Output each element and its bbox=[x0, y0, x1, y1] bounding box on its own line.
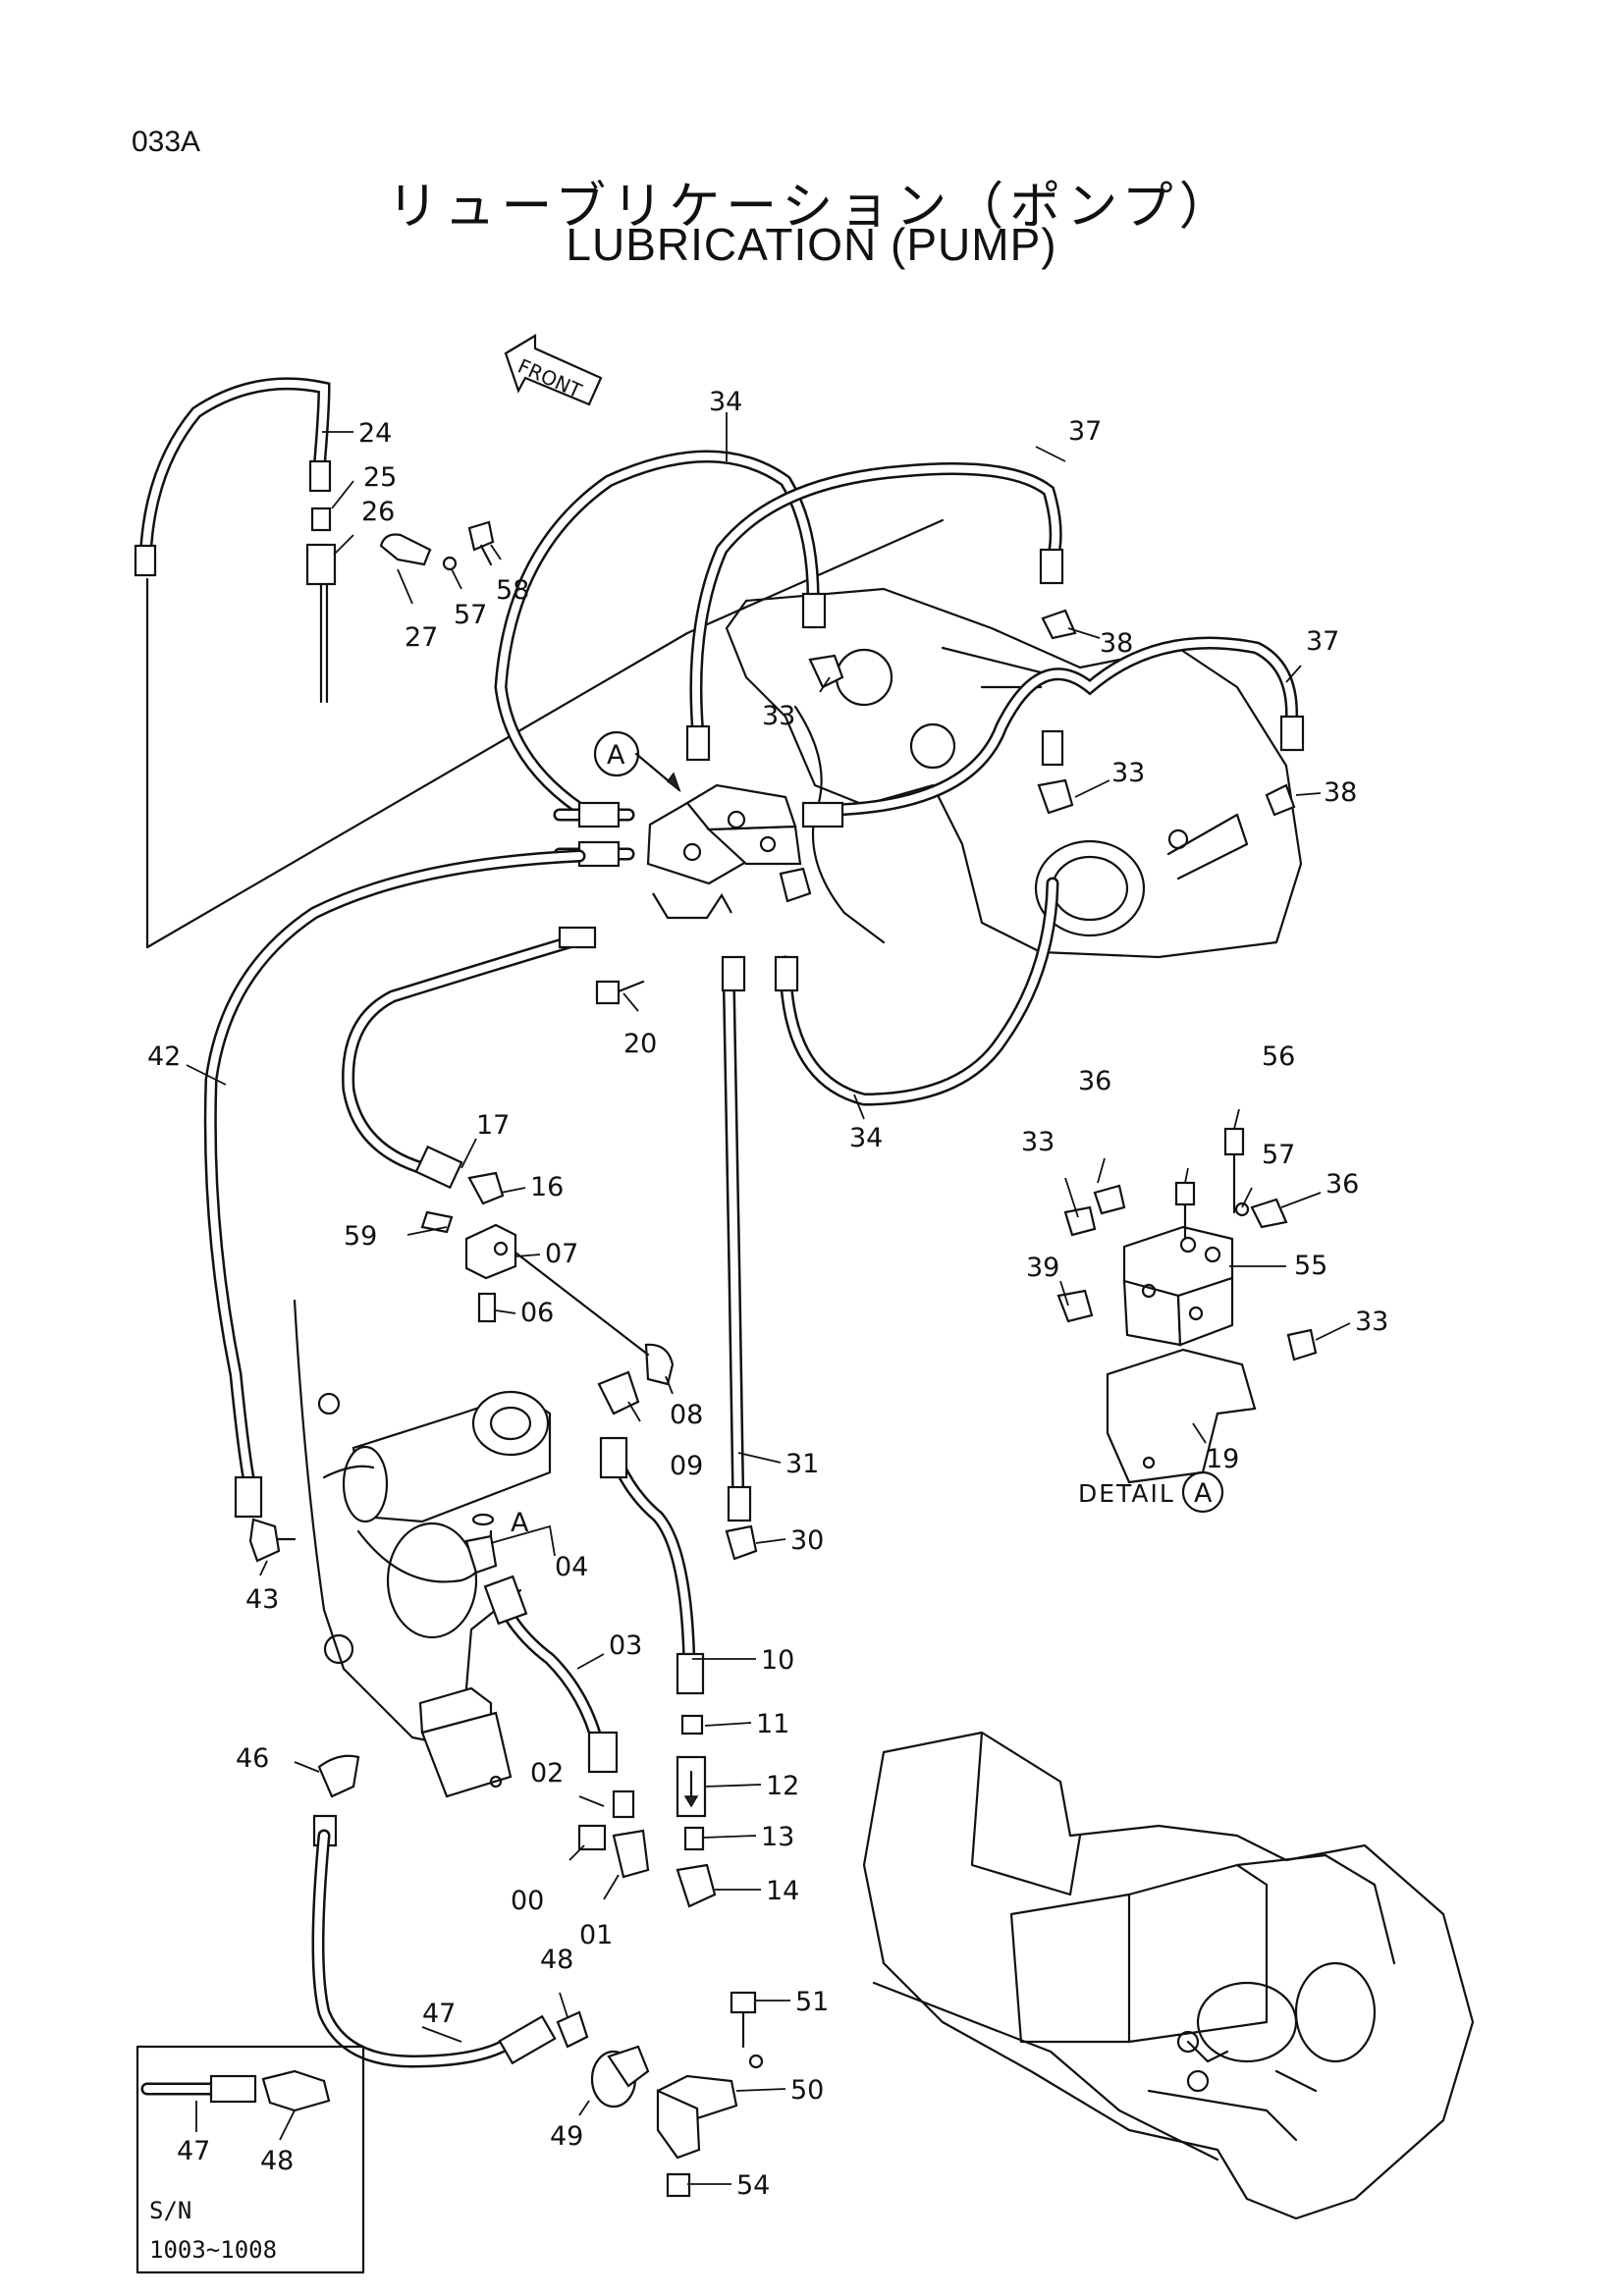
reference-line bbox=[145, 518, 945, 949]
callout-label: 33 bbox=[1021, 1127, 1055, 1157]
callout-label: 51 bbox=[795, 1987, 829, 2017]
lower-hose-assembly bbox=[311, 1754, 764, 2198]
callout-label: 36 bbox=[1325, 1169, 1359, 1200]
callout-label: 08 bbox=[670, 1400, 703, 1430]
callout-label: 39 bbox=[1026, 1253, 1059, 1283]
callout-label: 26 bbox=[361, 497, 395, 527]
callout-label: 54 bbox=[736, 2170, 770, 2201]
title-japanese: リューブリケーション（ポンプ） bbox=[387, 178, 1236, 237]
callout-label: 06 bbox=[520, 1298, 554, 1328]
callout-label: 20 bbox=[623, 1029, 657, 1059]
callout-label: 38 bbox=[1324, 777, 1357, 808]
hose-24-assembly bbox=[134, 377, 495, 704]
callout-label: 56 bbox=[1262, 1041, 1295, 1072]
callout-label: 47 bbox=[422, 1999, 456, 2029]
callout-label: 04 bbox=[555, 1552, 588, 1582]
callout-label: 11 bbox=[756, 1709, 789, 1739]
callout-labels: 24 25 26 27 57 58 34 37 38 33 37 33 38 A… bbox=[147, 387, 1388, 2201]
callout-label: 33 bbox=[1355, 1307, 1388, 1337]
distribution-block: A bbox=[593, 730, 802, 1005]
callout-label: 34 bbox=[709, 387, 742, 417]
detail-caption-marker: A bbox=[1194, 1478, 1213, 1509]
callout-label: 33 bbox=[762, 701, 795, 731]
callout-label: 31 bbox=[785, 1449, 819, 1479]
hose-03-and-10 bbox=[483, 1370, 705, 1774]
callout-label: 55 bbox=[1294, 1251, 1327, 1281]
callout-label: 57 bbox=[454, 600, 487, 630]
sn-range: 1003~1008 bbox=[149, 2236, 277, 2264]
main-pump bbox=[293, 1299, 552, 1798]
sn-label: S/N bbox=[149, 2197, 191, 2224]
callout-label: 38 bbox=[1100, 628, 1133, 659]
title-english: LUBRICATION (PUMP) bbox=[566, 219, 1057, 270]
callout-label: 42 bbox=[147, 1041, 181, 1072]
callout-label: 25 bbox=[363, 462, 397, 493]
callout-label: 43 bbox=[245, 1584, 279, 1615]
inset-label-47: 47 bbox=[177, 2136, 210, 2166]
hose-17 bbox=[342, 926, 597, 1205]
machine-overview bbox=[862, 1731, 1475, 2220]
callout-label: 34 bbox=[849, 1123, 883, 1153]
front-arrow-icon: FRONT bbox=[504, 334, 603, 406]
callout-label: 37 bbox=[1306, 626, 1339, 657]
callout-label: 36 bbox=[1078, 1066, 1111, 1096]
callout-label: 46 bbox=[236, 1743, 269, 1774]
hoses-34-37 bbox=[494, 450, 1305, 868]
callout-label: 58 bbox=[496, 575, 529, 606]
callout-label: 16 bbox=[530, 1172, 564, 1202]
inset-label-48: 48 bbox=[260, 2146, 294, 2176]
callout-label: 12 bbox=[766, 1771, 799, 1801]
callout-label: 59 bbox=[344, 1221, 377, 1252]
callout-label: 37 bbox=[1068, 416, 1102, 447]
svg-text:A: A bbox=[607, 740, 625, 771]
callout-label: 03 bbox=[609, 1630, 642, 1661]
hose-42 bbox=[203, 849, 586, 1563]
callout-label: 13 bbox=[761, 1822, 794, 1852]
callout-label: 10 bbox=[761, 1645, 794, 1676]
callout-label: 02 bbox=[530, 1758, 564, 1789]
detail-a-assembly bbox=[1056, 1127, 1318, 1514]
callout-label: 57 bbox=[1262, 1140, 1295, 1170]
check-valve-stack bbox=[577, 1714, 717, 1908]
callout-label: 01 bbox=[579, 1920, 613, 1950]
callout-label: 48 bbox=[540, 1945, 573, 1975]
callout-label: 14 bbox=[766, 1876, 799, 1906]
callout-label: 17 bbox=[476, 1110, 510, 1141]
callout-label: 19 bbox=[1206, 1444, 1239, 1474]
callout-label: 09 bbox=[670, 1451, 703, 1481]
callout-label: 50 bbox=[790, 2075, 824, 2106]
callout-label: 30 bbox=[790, 1525, 824, 1556]
callout-label: 00 bbox=[511, 1886, 544, 1916]
callout-leaders bbox=[186, 412, 1351, 2185]
page-code: 033A bbox=[132, 126, 201, 158]
callout-label: 27 bbox=[405, 622, 438, 653]
callout-label: 49 bbox=[550, 2121, 583, 2152]
detail-caption-text: DETAIL bbox=[1078, 1479, 1175, 1508]
callout-label: 24 bbox=[358, 418, 392, 449]
serial-inset: 47 48 S/N 1003~1008 bbox=[135, 2045, 365, 2274]
hoses-31-34-lower bbox=[721, 867, 1059, 1561]
callout-label: 33 bbox=[1111, 758, 1145, 788]
callout-label: A bbox=[511, 1508, 529, 1538]
callout-label: 07 bbox=[545, 1239, 578, 1269]
detail-caption: DETAIL A bbox=[1078, 1478, 1213, 1509]
adapter-block-07 bbox=[420, 1210, 675, 1386]
